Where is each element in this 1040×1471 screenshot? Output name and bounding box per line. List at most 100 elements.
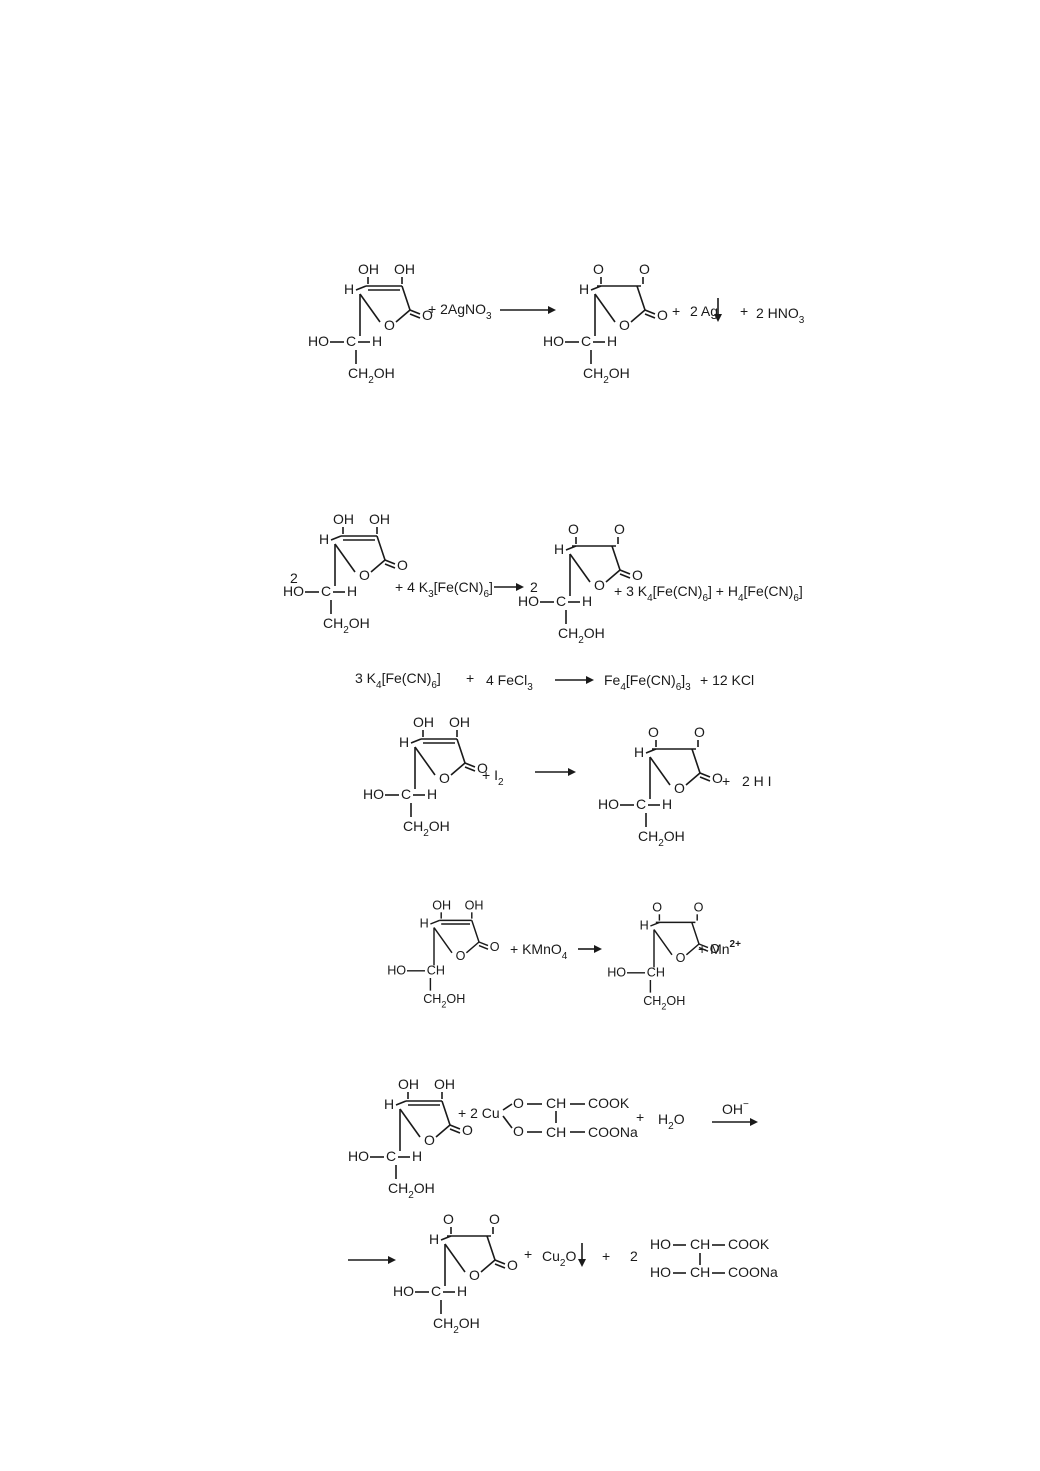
hydrogen-label: H (429, 1231, 439, 1247)
hydrogen-label: H (344, 281, 354, 297)
hydrogen-label: H (662, 796, 672, 812)
hydroxyl-label: OH (398, 1076, 419, 1092)
ring-bond (650, 921, 660, 927)
ring-bond (649, 756, 671, 786)
ring-bond (450, 762, 466, 776)
carbon-label: C (581, 333, 591, 349)
product-nitric-acid: 2 HNO3 (756, 305, 805, 326)
coefficient: 2 (530, 579, 538, 595)
product-ferrocyanide: + 3 K4[Fe(CN)6] + H4[Fe(CN)6] (614, 583, 803, 604)
carbonyl-bond (384, 563, 396, 569)
ring-bond (465, 941, 480, 954)
carbonyl-oxygen-label: O (614, 521, 625, 537)
ring-bond (611, 545, 621, 571)
hydrogen-label: H (554, 541, 564, 557)
ring-oxygen-label: O (384, 317, 395, 333)
methine-label: CH (427, 963, 445, 977)
ring-bond (401, 285, 411, 311)
product-potassium-chloride: + 12 KCl (700, 672, 754, 688)
arrow-head (750, 1118, 758, 1126)
hydrogen-label: H (420, 917, 429, 931)
svg-text:CH: CH (690, 1264, 710, 1280)
svg-text:CH: CH (690, 1236, 710, 1252)
reagent-permanganate: + KMnO4 (510, 941, 568, 962)
precipitate-arrow-head (714, 314, 722, 322)
carbonyl-bond (449, 1128, 461, 1134)
ring-bond (330, 535, 342, 541)
product-hydroiodic-acid: 2 H I (742, 773, 772, 789)
carbonyl-oxygen-label: O (652, 901, 662, 915)
hydroxyl-label: HO (607, 965, 626, 979)
reagent-silver-nitrate: + 2AgNO3 (428, 301, 492, 322)
ring-bond (334, 543, 356, 573)
ring-bond (594, 293, 616, 323)
hydrogen-label: H (457, 1283, 467, 1299)
ring-bond (471, 920, 480, 943)
hydrogen-label: H (634, 744, 644, 760)
hydroxyl-label: OH (358, 261, 379, 277)
hydroxyl-label: HO (363, 786, 384, 802)
hydroxyl-label: HO (543, 333, 564, 349)
hydrogen-label: H (399, 734, 409, 750)
ring-bond (395, 1100, 407, 1106)
carbonyl-bond (494, 1259, 506, 1265)
ring-bond (691, 748, 701, 774)
plus-sign: + (602, 1248, 610, 1264)
reagent-ferricyanide: + 4 K3[Fe(CN)6] (395, 579, 493, 600)
hydroxyl-label: OH (333, 511, 354, 527)
ring-bond (685, 772, 701, 786)
ring-bond (399, 1108, 421, 1138)
hydrogen-label: H (319, 531, 329, 547)
ring-bond (355, 285, 367, 291)
carbonyl-bond (699, 776, 711, 782)
hydrogen-label: H (640, 919, 649, 933)
condition-base: OH− (722, 1099, 749, 1117)
arrow-head (388, 1256, 396, 1264)
carbonyl-oxygen-label: O (657, 307, 668, 323)
ring-bond (376, 535, 386, 561)
product-silver: 2 Ag (690, 303, 718, 319)
ring-bond (630, 309, 646, 323)
product-prussian-blue: Fe4[Fe(CN)6]3 (604, 672, 691, 693)
plus-sign: + (722, 773, 730, 789)
ring-oxygen-label: O (469, 1267, 480, 1283)
carbonyl-oxygen-label: O (507, 1257, 518, 1273)
carbonyl-oxygen-label: O (490, 940, 500, 954)
hydroxymethyl-label: CH2OH (433, 1315, 480, 1336)
carbonyl-bond (449, 1124, 461, 1130)
ring-bond (433, 927, 453, 954)
sub-reaction-ferrocyanide: 3 K4[Fe(CN)6] (355, 670, 441, 691)
hydroxymethyl-label: CH2OH (348, 365, 395, 386)
arrow-head (586, 676, 594, 684)
copper-tartrate-complex: O O CH CH COOK COONa (502, 1095, 638, 1140)
svg-text:O: O (513, 1095, 524, 1111)
svg-text:COONa: COONa (728, 1264, 778, 1280)
ring-bond (605, 569, 621, 583)
ring-oxygen-label: O (594, 577, 605, 593)
carbonyl-oxygen-label: O (712, 770, 723, 786)
ring-oxygen-label: O (674, 780, 685, 796)
carbonyl-bond (409, 313, 421, 319)
carbonyl-bond (464, 766, 476, 772)
hydroxyl-label: HO (387, 963, 406, 977)
reagent-water: H2O (658, 1111, 685, 1132)
svg-text:HO: HO (650, 1236, 671, 1252)
ring-bond (414, 746, 436, 776)
hydroxyl-label: OH (434, 1076, 455, 1092)
ring-oxygen-label: O (619, 317, 630, 333)
hydroxymethyl-label: CH2OH (403, 818, 450, 839)
carbonyl-oxygen-label: O (639, 261, 650, 277)
ring-bond (645, 748, 657, 754)
svg-text:CH: CH (546, 1124, 566, 1140)
carbonyl-bond (619, 573, 631, 579)
coefficient: 2 (630, 1248, 638, 1264)
hydroxymethyl-label: CH2OH (388, 1180, 435, 1201)
ring-oxygen-label: O (439, 770, 450, 786)
